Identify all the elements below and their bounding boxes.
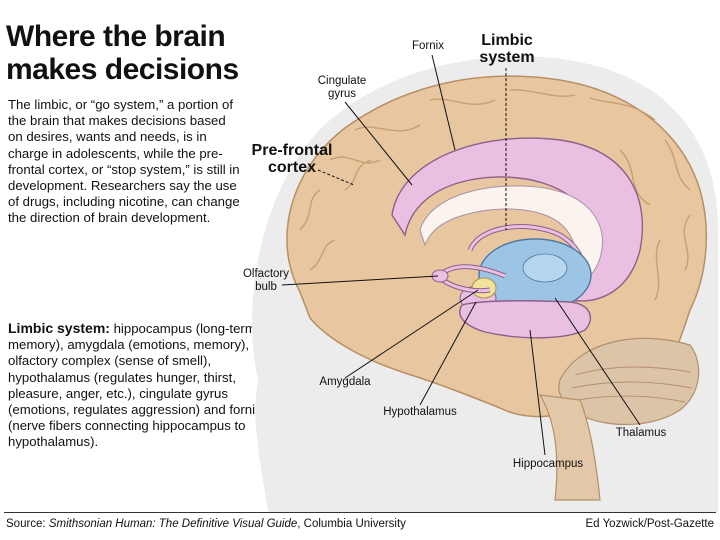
amygdala-leader: [344, 289, 479, 379]
limbic-heading: Limbic system:: [8, 320, 110, 336]
label-prefrontal-cortex: Pre-frontal cortex: [244, 142, 340, 176]
limbic-text: hippocampus (long-term memory), amygdala…: [8, 321, 262, 450]
label-prefrontal-line-1: Pre-frontal: [251, 142, 333, 159]
leader-lines: [281, 54, 641, 456]
fornix-leader: [431, 54, 456, 151]
thalamus-leader: [554, 297, 641, 426]
headline-line-1: Where the brain: [6, 20, 226, 53]
label-fornix: Fornix: [412, 40, 444, 52]
label-limbic-system-line-1: Limbic: [481, 32, 533, 49]
source-credit: Source: Smithsonian Human: The Definitiv…: [6, 518, 406, 530]
source-prefix: Source:: [6, 518, 49, 530]
limbic-description: Limbic system: hippocampus (long-term me…: [8, 320, 270, 451]
amygdala: [471, 277, 497, 299]
footer-divider: [4, 512, 716, 513]
cingulate-leader: [344, 101, 413, 186]
label-olfactory-line-2: bulb: [255, 281, 277, 293]
intro-paragraph: The limbic, or “go system,” a portion of…: [8, 97, 240, 226]
label-cingulate-line-2: gyrus: [327, 88, 357, 100]
olfactory-leader: [281, 275, 439, 286]
label-cingulate-gyrus: Cingulate gyrus: [306, 75, 378, 101]
label-amygdala: Amygdala: [319, 376, 371, 388]
prefrontal-leader: [317, 169, 355, 186]
source-suffix: , Columbia University: [297, 518, 406, 530]
cerebellum-folds: [571, 366, 693, 403]
label-thalamus: Thalamus: [615, 427, 667, 439]
gyri-lines: [299, 89, 691, 301]
hippocampus: [459, 300, 592, 339]
label-hypothalamus: Hypothalamus: [383, 406, 457, 418]
cingulate-gyrus: [391, 137, 644, 302]
hypothalamus-leader: [419, 301, 477, 406]
label-hippocampus: Hippocampus: [512, 458, 584, 470]
headline-line-2: makes decisions: [6, 53, 239, 86]
artist-credit: Ed Yozwick/Post-Gazette: [585, 518, 714, 530]
label-olfactory-line-1: Olfactory: [242, 268, 289, 280]
label-limbic-system-line-2: system: [479, 49, 535, 66]
headline: Where the brain makes decisions: [6, 20, 256, 86]
label-olfactory-bulb: Olfactory bulb: [236, 268, 296, 294]
label-prefrontal-line-2: cortex: [267, 159, 317, 176]
label-limbic-system: Limbic system: [476, 32, 538, 66]
label-cingulate-line-1: Cingulate: [317, 75, 367, 87]
source-title: Smithsonian Human: The Definitive Visual…: [48, 518, 298, 530]
brainstem: [538, 394, 601, 501]
hippocampus-leader: [529, 329, 546, 456]
